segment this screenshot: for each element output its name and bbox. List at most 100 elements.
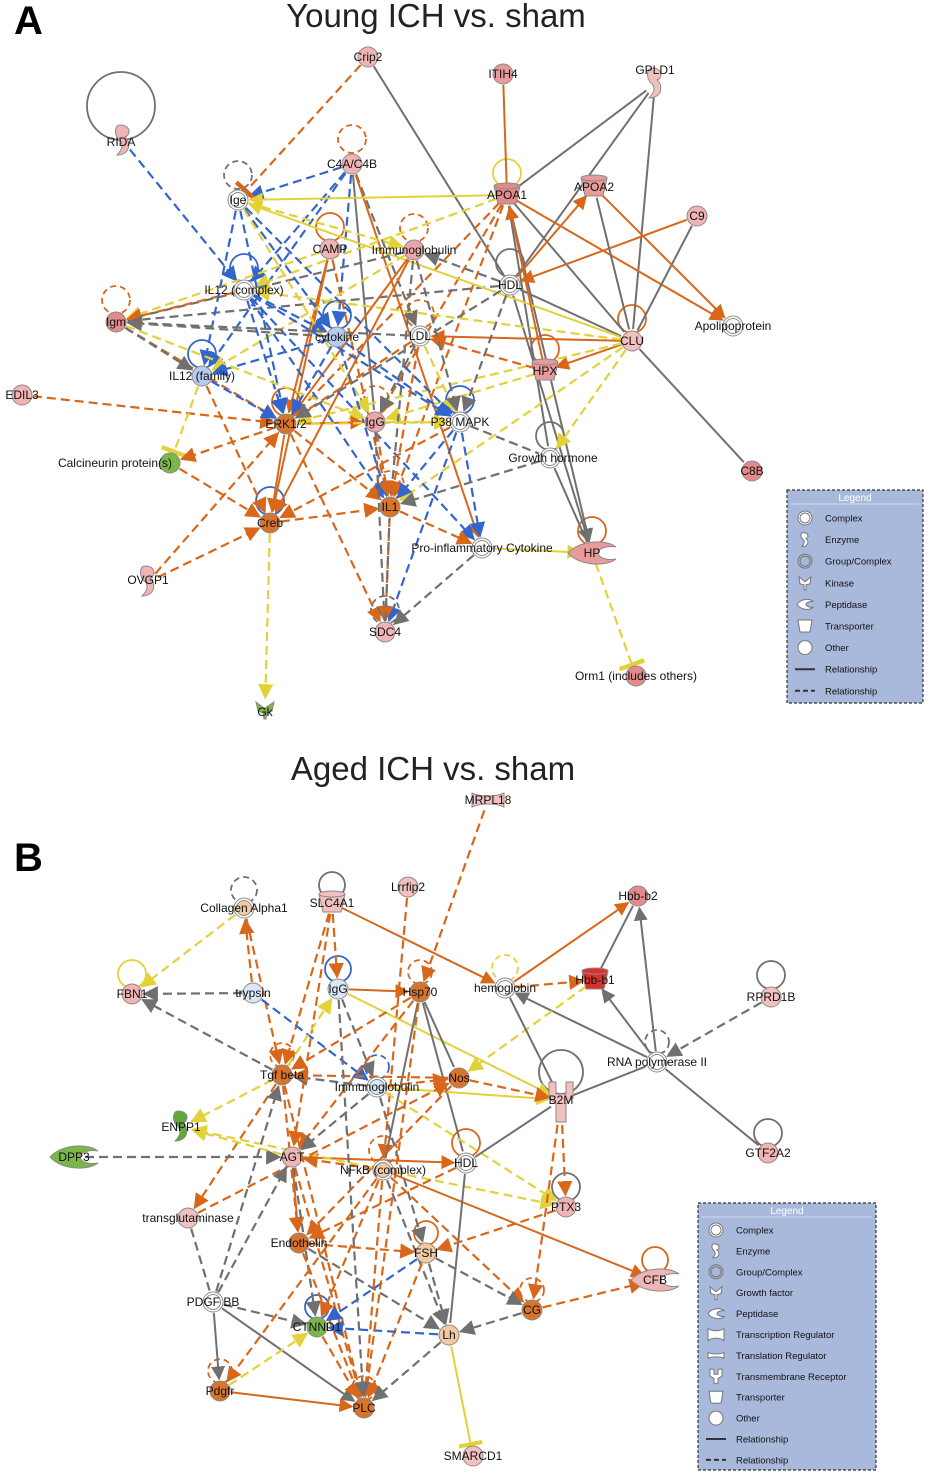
- edge-erk-to-sdc4: [289, 433, 381, 623]
- node-label: SDC4: [369, 625, 401, 639]
- node-fbn1[interactable]: FBN1: [117, 983, 148, 1005]
- legend-item-treg: Transcription Regulator: [707, 1327, 834, 1342]
- node-proinf[interactable]: Pro-inflammatory Cytokine: [411, 537, 553, 559]
- node-label: HPX: [533, 364, 558, 378]
- edge-ige-to-igg: [242, 208, 370, 414]
- node-apoa1[interactable]: APOA1: [487, 182, 527, 205]
- node-p38[interactable]: P38 MAPK: [431, 411, 490, 433]
- node-cg[interactable]: CG: [521, 1299, 543, 1321]
- node-fsh[interactable]: FSH: [414, 1242, 438, 1264]
- node-immuno[interactable]: Immunoglobulin: [372, 239, 457, 261]
- edge-crip2-to-hdl: [372, 65, 505, 276]
- node-enpp1[interactable]: ENPP1: [161, 1110, 201, 1142]
- edge-gpld1-to-clu: [632, 94, 656, 330]
- edge-clu-to-il1: [398, 346, 624, 502]
- edge-c9-to-clu: [636, 225, 693, 331]
- node-hp[interactable]: HP: [567, 541, 617, 565]
- node-plc[interactable]: PLC: [352, 1397, 376, 1419]
- node-label: FSH: [414, 1246, 438, 1260]
- node-orm1[interactable]: Orm1 (includes others): [575, 665, 697, 687]
- peptidase-icon: [707, 1308, 726, 1320]
- node-tgfb[interactable]: Tgf beta: [260, 1064, 304, 1086]
- node-ovgp1[interactable]: OVGP1: [127, 565, 169, 597]
- node-immuno[interactable]: Immunoglobulin: [335, 1076, 420, 1098]
- legend-item-receptor: Transmembrane Receptor: [709, 1368, 847, 1384]
- growth-icon: [709, 1285, 723, 1301]
- node-ige[interactable]: Ige: [227, 189, 249, 211]
- node-ctnnd1[interactable]: CTNND1: [293, 1316, 342, 1338]
- node-c4a[interactable]: C4A/C4B: [327, 153, 377, 175]
- enzyme-icon: [800, 532, 809, 548]
- node-erk[interactable]: ERK1/2: [265, 413, 307, 435]
- node-apolipo[interactable]: Apolipoprotein: [695, 315, 772, 337]
- edge-tgfb-to-enpp1: [190, 1079, 273, 1123]
- node-apoa2[interactable]: APOA2: [574, 174, 614, 197]
- node-clu[interactable]: CLU: [620, 330, 644, 352]
- node-edil3[interactable]: EDIL3: [5, 384, 39, 406]
- node-lrrfip2[interactable]: Lrrfip2: [391, 876, 425, 898]
- node-transglut[interactable]: transglutaminase: [142, 1207, 234, 1229]
- node-nos[interactable]: Nos: [448, 1067, 470, 1089]
- node-igg[interactable]: IgG: [364, 411, 386, 433]
- node-gh[interactable]: Growth hormone: [508, 447, 598, 469]
- node-il12f[interactable]: IL12 (family): [169, 365, 235, 387]
- edge-c4a-to-il12f: [208, 172, 347, 368]
- edge-nfkb-to-enpp1: [191, 1124, 373, 1169]
- node-hemoglobin[interactable]: hemoglobin: [474, 977, 536, 999]
- node-ptx3[interactable]: PTX3: [551, 1196, 581, 1218]
- edge-immuno-to-ptx3: [385, 1091, 558, 1202]
- node-igg[interactable]: IgG: [327, 978, 349, 1000]
- node-pdgfbb[interactable]: PDGF BB: [187, 1291, 240, 1313]
- edge-ptx3-to-fsh: [435, 1209, 556, 1253]
- node-creb[interactable]: Creb: [257, 512, 283, 534]
- node-c8b[interactable]: C8B: [740, 460, 764, 482]
- node-b2m[interactable]: B2M: [548, 1081, 574, 1123]
- edge-immuno-to-b2m: [387, 1086, 551, 1106]
- node-crip2[interactable]: Crip2: [354, 46, 383, 68]
- panel-letter: A: [14, 0, 43, 43]
- node-hdl[interactable]: HDL: [454, 1152, 478, 1174]
- node-il1[interactable]: IL1: [379, 496, 401, 518]
- node-hbbb2[interactable]: Hbb-b2: [618, 885, 658, 907]
- complex-icon: [797, 510, 813, 526]
- node-pdgfr[interactable]: Pdgfr: [206, 1380, 235, 1402]
- node-dpp3[interactable]: DPP3: [49, 1145, 99, 1169]
- node-rprd1b[interactable]: RPRD1B: [747, 986, 796, 1008]
- node-calcineurin[interactable]: Calcineurin protein(s): [58, 452, 181, 474]
- edge-rnapol-to-hemoglobin: [514, 992, 648, 1059]
- edge-hemoglobin-to-hbbb2: [513, 902, 630, 983]
- edge-cytokine-to-erk: [291, 345, 333, 415]
- node-cytokine[interactable]: cytokine: [315, 326, 359, 348]
- node-slc4a1[interactable]: SLC4A1: [310, 890, 355, 913]
- node-cfb[interactable]: CFB: [630, 1268, 680, 1292]
- node-hbbb1[interactable]: Hbb-b1: [575, 967, 615, 990]
- node-camp[interactable]: CAMP: [313, 238, 348, 260]
- node-nfkb[interactable]: NFkB (complex): [340, 1159, 426, 1181]
- node-agt[interactable]: AGT: [280, 1146, 305, 1168]
- node-rnapol[interactable]: RNA polymerase II: [607, 1051, 707, 1073]
- node-endothelin[interactable]: Endothelin: [271, 1232, 328, 1254]
- node-collagen[interactable]: Collagen Alpha1: [200, 897, 288, 919]
- legend-item-peptidase: Peptidase: [796, 598, 867, 611]
- node-gk[interactable]: Gk: [255, 700, 275, 720]
- edge-erk-to-il1: [293, 430, 382, 501]
- node-smarcd1[interactable]: SMARCD1: [444, 1445, 503, 1467]
- node-lh[interactable]: Lh: [438, 1324, 460, 1346]
- node-rida[interactable]: RIDA: [107, 124, 136, 156]
- node-ldl[interactable]: LDL: [409, 325, 431, 347]
- node-trypsin[interactable]: trypsin: [235, 982, 271, 1004]
- node-hdl[interactable]: HDL: [498, 274, 522, 296]
- node-il12c[interactable]: IL12 (complex): [204, 279, 284, 301]
- node-gtf2a2[interactable]: GTF2A2: [745, 1142, 791, 1164]
- node-c9[interactable]: C9: [686, 205, 708, 227]
- node-itih4[interactable]: ITIH4: [488, 63, 518, 85]
- node-sdc4[interactable]: SDC4: [369, 621, 401, 643]
- edge-il12c-to-proinf: [250, 297, 475, 541]
- node-gpld1[interactable]: GPLD1: [635, 63, 675, 99]
- node-igm[interactable]: Igm: [105, 311, 127, 333]
- node-hpx[interactable]: HPX: [531, 358, 559, 381]
- legend-item-enzyme: Enzyme: [711, 1243, 770, 1259]
- node-mrpl18[interactable]: MRPL18: [465, 792, 512, 808]
- node-label: P38 MAPK: [431, 415, 490, 429]
- node-hsp70[interactable]: Hsp70: [403, 981, 438, 1003]
